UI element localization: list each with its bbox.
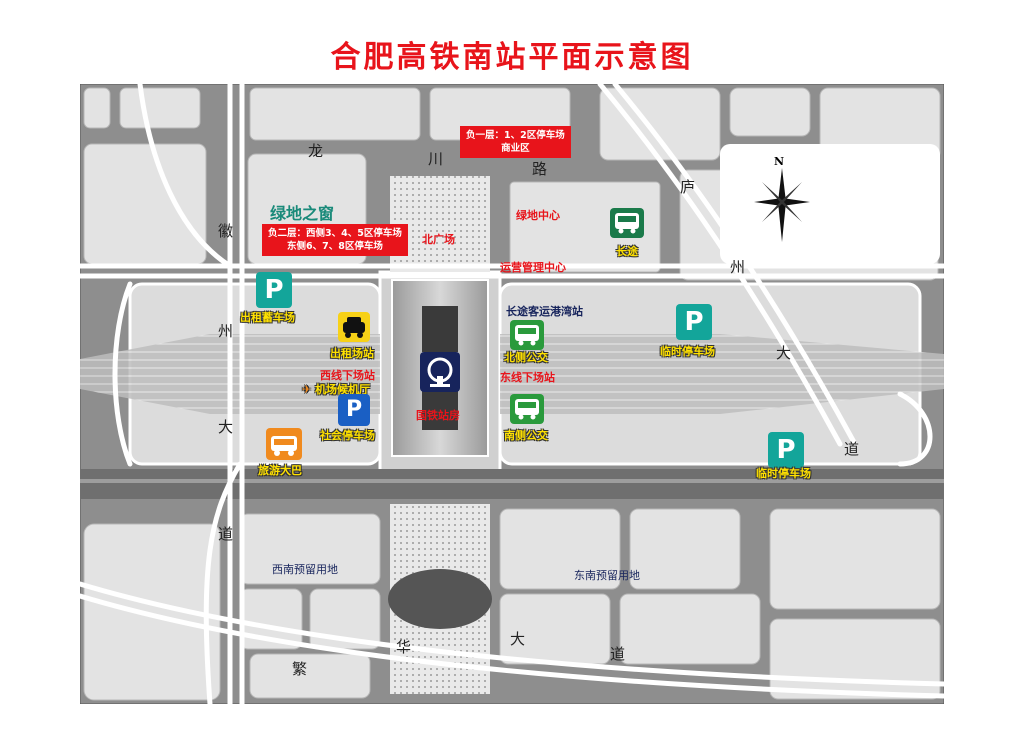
area-lvdi-window: 绿地之窗	[270, 204, 335, 223]
long-distance-bus-icon	[610, 208, 644, 238]
road-longchuan-1: 龙	[308, 142, 324, 160]
parking-icon-taxi-wait: P	[256, 272, 292, 308]
callout-b1-line2: 商业区	[501, 143, 530, 154]
south-bus-icon	[510, 394, 544, 424]
area-station-house: 国铁站房	[416, 409, 460, 422]
area-north-plaza: 北广场	[422, 233, 455, 246]
road-fanhua-4: 道	[610, 645, 626, 663]
parking-icon-public: P	[338, 394, 370, 426]
road-luzhou-3: 大	[776, 344, 792, 362]
label-taxi-wait: 出租蓄车场	[240, 311, 295, 324]
label-east-dropoff: 东线下场站	[500, 371, 555, 384]
area-southeast-reserve: 东南预留用地	[574, 569, 640, 582]
road-huizhou-2: 州	[218, 322, 234, 340]
parking-icon-temp-1: P	[676, 304, 712, 340]
label-airport-terminal: ✈ 机场候机厅	[302, 384, 370, 395]
area-southwest-reserve: 西南预留用地	[272, 563, 338, 576]
label-tour-bus: 旅游大巴	[258, 464, 302, 477]
road-fanhua-3: 大	[510, 630, 526, 648]
road-luzhou-2: 州	[730, 258, 746, 276]
label-taxi-stand: 出租场站	[330, 347, 374, 360]
label-north-bus: 北侧公交	[504, 351, 548, 364]
airplane-icon: ✈	[302, 383, 312, 396]
label-temp-parking-2: 临时停车场	[756, 467, 811, 480]
callout-b2-line2: 东侧6、7、8区停车场	[287, 241, 383, 252]
compass-n-label: N	[774, 155, 785, 168]
road-luzhou-4: 道	[844, 440, 860, 458]
callout-b2-line1: 负二层：西侧3、4、5区停车场	[268, 228, 402, 239]
label-long-distance: 长途	[616, 245, 638, 258]
taxi-icon	[338, 312, 370, 342]
road-huizhou-3: 大	[218, 418, 234, 436]
area-longdistance-hub: 长途客运港湾站	[506, 305, 583, 318]
parking-icon-temp-2: P	[768, 432, 804, 468]
callout-b1: 负一层：1、2区停车场 商业区	[460, 126, 571, 158]
road-fanhua-2: 华	[396, 638, 412, 656]
callout-b1-line1: 负一层：1、2区停车场	[466, 130, 565, 141]
label-airport-terminal-text: 机场候机厅	[315, 383, 371, 396]
area-ops-center: 运营管理中心	[500, 261, 566, 274]
road-huizhou-4: 道	[218, 525, 234, 543]
map-background	[80, 84, 944, 704]
label-public-parking: 社会停车场	[320, 429, 375, 442]
map-frame: 龙 川 路 徽 州 大 道 繁 华 大 道 庐 州 大 道 绿地之窗 绿地中心 …	[80, 84, 944, 704]
callout-b2: 负二层：西侧3、4、5区停车场 东侧6、7、8区停车场	[262, 224, 408, 256]
road-longchuan-2: 川	[428, 150, 444, 168]
compass-icon: N	[752, 156, 812, 246]
road-huizhou-1: 徽	[218, 222, 234, 240]
roads	[80, 84, 944, 704]
label-south-bus: 南侧公交	[504, 429, 548, 442]
label-temp-parking-1: 临时停车场	[660, 345, 715, 358]
tour-bus-icon	[266, 428, 302, 460]
north-bus-icon	[510, 320, 544, 350]
area-lvdi-center: 绿地中心	[516, 209, 560, 222]
map-title: 合肥高铁南站平面示意图	[330, 40, 694, 75]
railway-station-icon	[420, 352, 460, 392]
road-luzhou-1: 庐	[680, 178, 696, 196]
road-longchuan-3: 路	[532, 160, 548, 178]
road-fanhua-1: 繁	[292, 660, 308, 678]
rail-tracks-east	[500, 334, 944, 414]
label-west-dropoff: 西线下场站	[320, 369, 375, 382]
